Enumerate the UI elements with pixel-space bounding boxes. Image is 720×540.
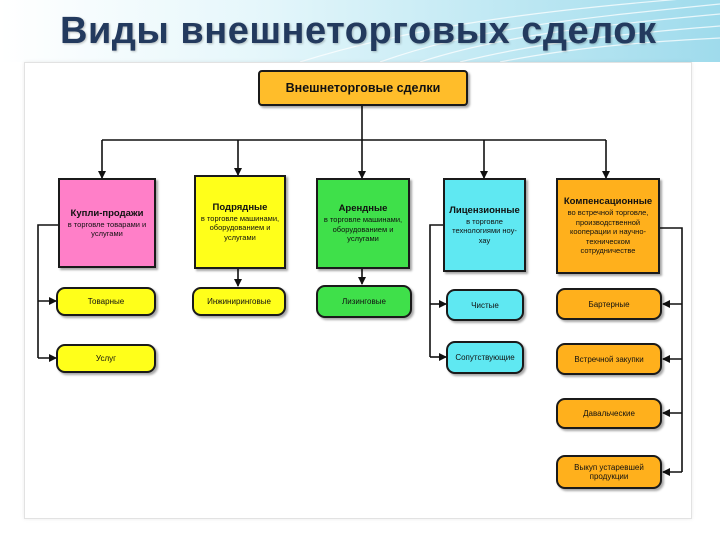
category-title: Подрядные bbox=[212, 201, 268, 213]
subtype-label: Давальческие bbox=[583, 409, 635, 418]
category-node-1: Купли-продажи в торговле товарами и услу… bbox=[58, 178, 156, 268]
subtype-label: Лизинговые bbox=[342, 297, 386, 306]
category-description: в торговле машинами, оборудованием и усл… bbox=[200, 213, 280, 242]
root-title: Внешнеторговые сделки bbox=[285, 80, 441, 95]
subtype-label: Встречной закупки bbox=[574, 354, 644, 364]
subtype-node: Товарные bbox=[56, 287, 156, 316]
root-node: Внешнеторговые сделки bbox=[258, 70, 468, 106]
connector-cat-4-bracket bbox=[429, 224, 443, 357]
category-title: Арендные bbox=[338, 203, 388, 215]
subtype-label: Товарные bbox=[87, 297, 125, 306]
header-band bbox=[0, 0, 720, 62]
subtype-node: Услуг bbox=[56, 344, 156, 373]
subtype-node: Выкуп устаревшей продукции bbox=[556, 455, 662, 489]
subtype-label: Бартерные bbox=[588, 299, 630, 309]
category-description: во встречной торговле, производственной … bbox=[567, 208, 649, 256]
category-title: Компенсационные bbox=[563, 196, 653, 208]
subtype-node: Инжиниринговые bbox=[192, 287, 286, 316]
connector-cat-1-bracket bbox=[37, 224, 58, 358]
category-title: Лицензионные bbox=[449, 204, 520, 216]
subtype-label: Услуг bbox=[95, 354, 117, 363]
subtype-label: Сопутствующие bbox=[455, 353, 515, 362]
subtype-label: Чистые bbox=[471, 300, 499, 310]
subtype-node: Сопутствующие bbox=[446, 341, 524, 374]
subtype-node: Лизинговые bbox=[316, 285, 412, 318]
category-node-3: Арендные в торговле машинами, оборудован… bbox=[316, 178, 410, 269]
page-title: Виды внешнеторговых сделок bbox=[60, 10, 657, 52]
connector-cat-5-bracket bbox=[658, 227, 683, 472]
category-title: Купли-продажи bbox=[70, 207, 144, 219]
subtype-node: Встречной закупки bbox=[556, 343, 662, 375]
category-node-2: Подрядные в торговле машинами, оборудова… bbox=[194, 175, 286, 269]
subtype-label: Выкуп устаревшей продукции bbox=[574, 463, 644, 481]
category-description: в торговле технологиями ноу-хау bbox=[452, 216, 517, 245]
category-node-4: Лицензионные в торговле технологиями ноу… bbox=[443, 178, 526, 272]
subtype-node: Давальческие bbox=[556, 398, 662, 429]
subtype-node: Бартерные bbox=[556, 288, 662, 320]
subtype-node: Чистые bbox=[446, 289, 524, 321]
subtype-label: Инжиниринговые bbox=[207, 297, 271, 306]
category-description: в торговле машинами, оборудованием и усл… bbox=[323, 215, 403, 244]
category-description: в торговле товарами и услугами bbox=[67, 219, 147, 239]
category-node-5: Компенсационные во встречной торговле, п… bbox=[556, 178, 660, 274]
header-decoration bbox=[299, 0, 720, 62]
